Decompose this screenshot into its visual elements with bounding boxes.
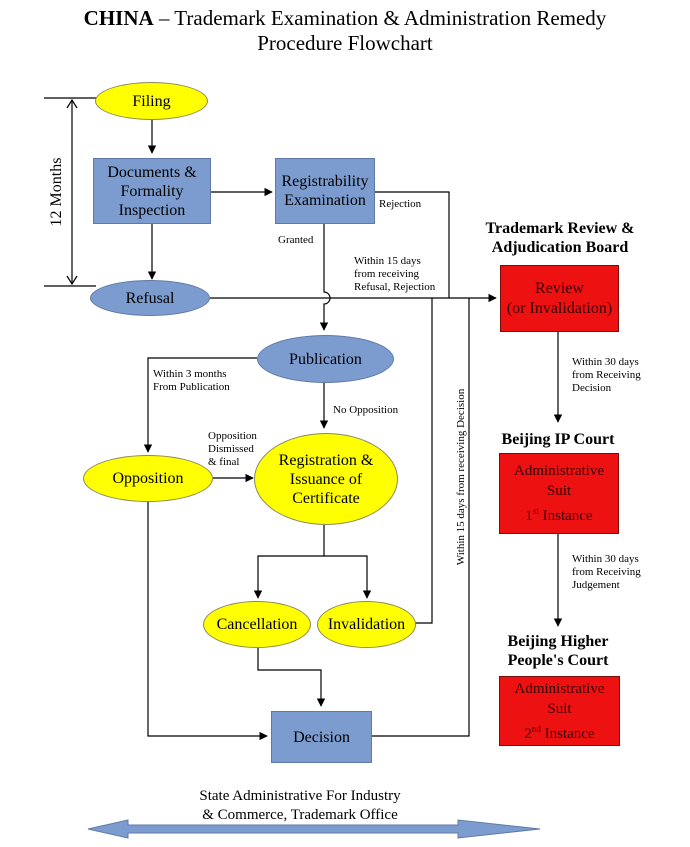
publication-node: Publication (257, 335, 394, 383)
within-15-decision-label: Within 15 days from receiving Decision (455, 388, 467, 566)
edge-rejection-path (375, 191, 450, 298)
page-title: CHINA – Trademark Examination & Administ… (83, 6, 607, 55)
twelve-months-label: 12 Months (48, 157, 65, 227)
edge-opposition-decision (147, 502, 268, 741)
edge-cancellation-decision (257, 648, 326, 707)
cancellation-node: Cancellation (203, 601, 311, 648)
bracket-arrow-up (66, 98, 78, 109)
edge-invalidation-review (415, 298, 433, 624)
filing-node: Filing (95, 82, 208, 120)
footer-double-arrow (87, 819, 541, 839)
decision-node: Decision (271, 711, 372, 763)
granted-label: Granted (278, 234, 314, 246)
refusal-node: Refusal (90, 280, 210, 316)
ip-court-heading: Beijing IP Court (501, 431, 615, 448)
edge-granted-publication (319, 224, 331, 331)
edge-registration-invalidation (324, 555, 372, 599)
board-heading: Trademark Review &Adjudication Board (485, 220, 635, 256)
invalidation-node: Invalidation (317, 601, 416, 648)
no-opposition-label: No Opposition (333, 404, 399, 416)
opposition-node: Opposition (83, 455, 213, 502)
footer-caption: State Administrative For Industry& Comme… (199, 788, 401, 823)
edge-decision-review (372, 298, 470, 737)
edge-registration-cancellation (253, 525, 325, 599)
rejection-label: Rejection (379, 198, 422, 210)
bracket-arrow-down (66, 275, 78, 286)
review-node: Review(or Invalidation) (500, 265, 619, 332)
edge-publication-opposition (143, 357, 257, 453)
